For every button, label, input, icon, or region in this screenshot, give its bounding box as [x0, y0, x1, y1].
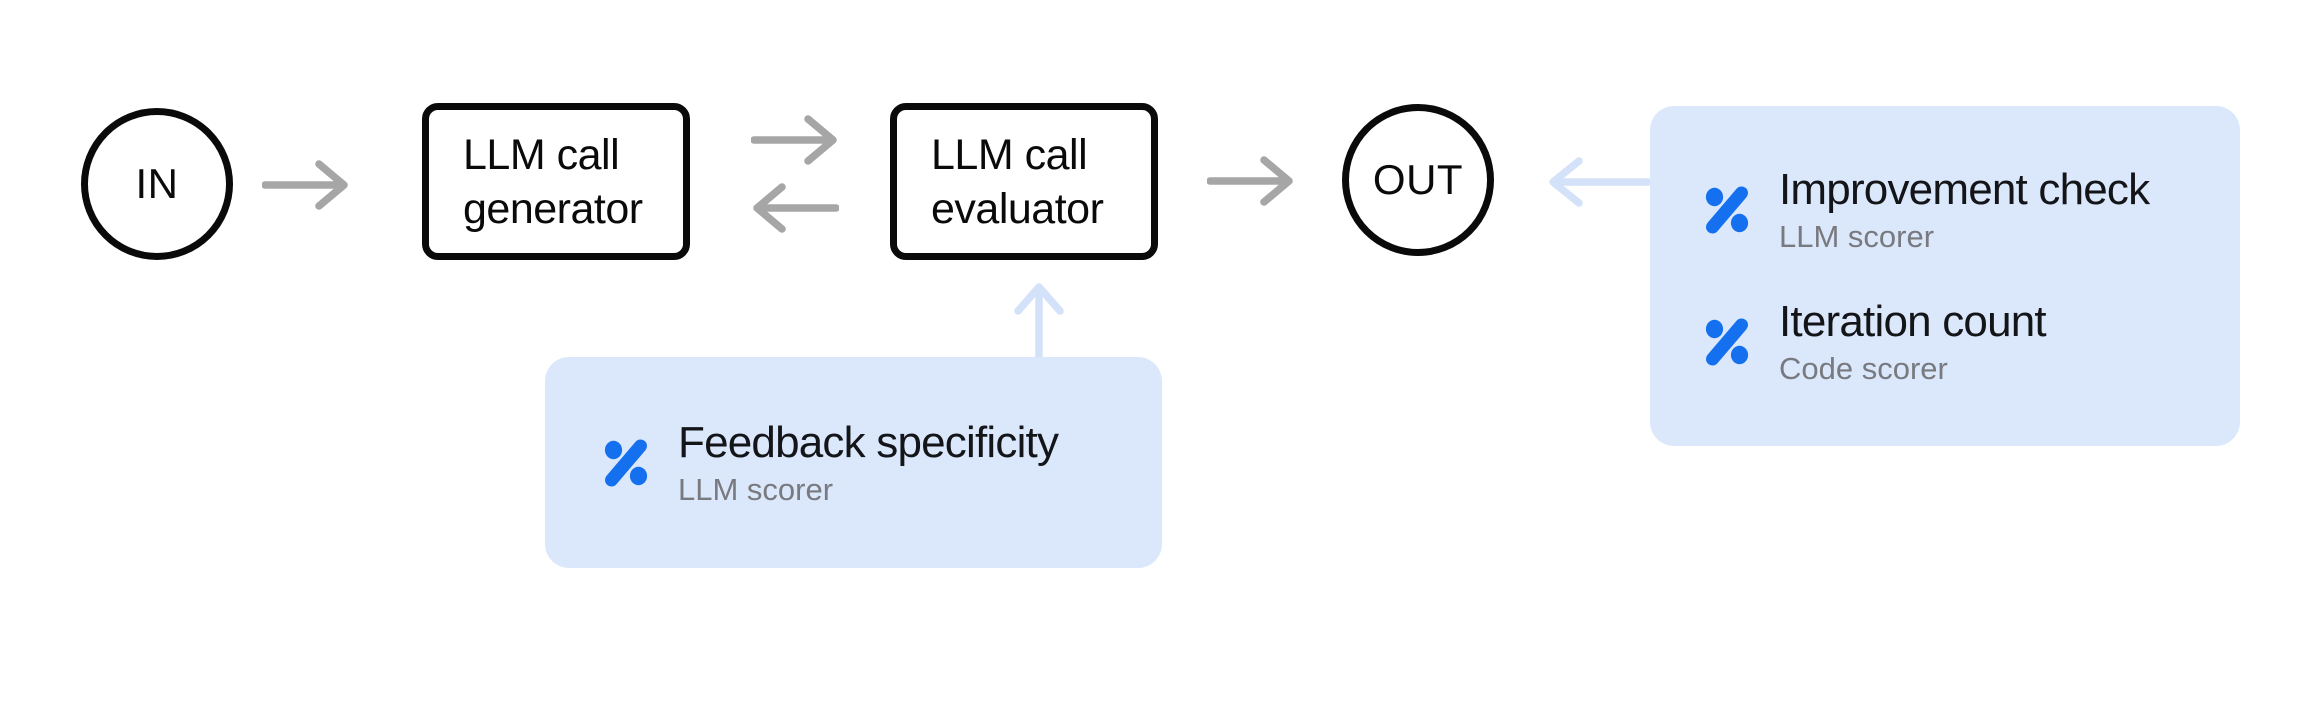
percent-scorer-icon [1705, 186, 1749, 234]
node-out: OUT [1342, 104, 1494, 256]
arrow-in-to-generator-icon [262, 160, 348, 210]
arrow-evaluator-to-generator-icon [753, 183, 839, 233]
scorer-title: Feedback specificity [678, 417, 1059, 467]
node-llm-call-evaluator-label: LLM call evaluator [931, 130, 1104, 233]
feedback-scorer-panel: Feedback specificity LLM scorer [545, 357, 1162, 568]
output-scorer-panel: Improvement check LLM scorer Iteration c… [1650, 106, 2240, 446]
scorer-subtitle: Code scorer [1779, 351, 1948, 386]
percent-scorer-icon [604, 439, 648, 486]
scorer-item-feedback-specificity: Feedback specificity LLM scorer [602, 417, 1162, 507]
node-llm-call-generator: LLM call generator [422, 103, 690, 260]
scorer-item-iteration-count: Iteration count Code scorer [1703, 298, 2240, 386]
node-in-label: IN [135, 160, 179, 207]
scorer-subtitle: LLM scorer [678, 471, 834, 507]
percent-scorer-icon [1705, 318, 1749, 366]
scorer-title: Iteration count [1779, 297, 2047, 346]
scorer-title: Improvement check [1779, 165, 2150, 214]
node-llm-call-generator-label: LLM call generator [463, 130, 643, 233]
node-llm-call-evaluator: LLM call evaluator [890, 103, 1158, 260]
arrow-output-scorers-to-out-icon [1549, 157, 1651, 207]
node-out-label: OUT [1372, 156, 1464, 203]
arrow-generator-to-evaluator-icon [751, 115, 837, 165]
scorer-item-improvement-check: Improvement check LLM scorer [1703, 166, 2240, 254]
arrow-feedback-scorer-to-evaluator-icon [1014, 283, 1064, 361]
scorer-subtitle: LLM scorer [1779, 219, 1935, 254]
arrow-evaluator-to-out-icon [1207, 156, 1293, 206]
node-in: IN [81, 108, 233, 260]
